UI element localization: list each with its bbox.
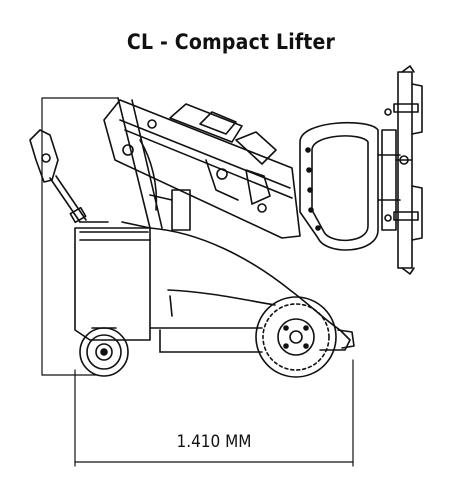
handle-bracket [299,121,379,251]
mast [117,97,191,231]
diagram-title: CL - Compact Lifter [126,30,336,54]
rear-wheel [79,327,129,377]
chassis [74,221,351,353]
vacuum-head [377,65,423,275]
dimension-width-label: 1.410 MM [176,432,252,452]
tiller-handle [29,129,109,224]
envelope-outline [41,97,119,376]
lift-arm [103,99,301,239]
front-wheel [255,296,355,378]
dimension-lines [74,359,354,467]
